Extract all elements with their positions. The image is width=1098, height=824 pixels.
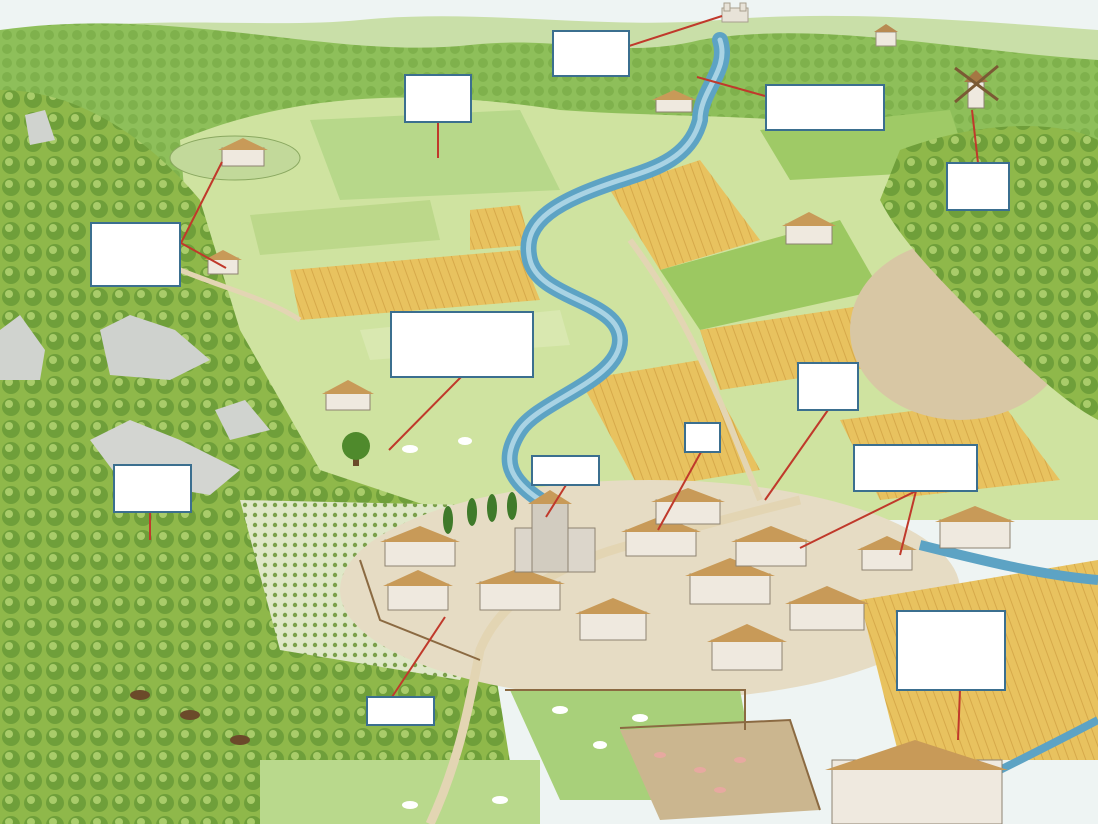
chapel-icon bbox=[874, 24, 898, 47]
house-icon bbox=[707, 624, 787, 671]
tree-icon bbox=[342, 432, 370, 466]
fence bbox=[619, 718, 821, 811]
pig-icon bbox=[654, 752, 746, 793]
house-icon bbox=[322, 380, 374, 411]
wheat-field bbox=[470, 205, 530, 250]
wheat-field bbox=[660, 220, 880, 330]
house-icon bbox=[380, 526, 460, 567]
road bbox=[627, 238, 763, 502]
bottom-meadow bbox=[260, 760, 540, 824]
label-box-forest[interactable] bbox=[113, 464, 192, 513]
road bbox=[179, 267, 302, 323]
label-box-houses[interactable] bbox=[853, 444, 978, 492]
wheat-field bbox=[290, 250, 540, 320]
river-highlight bbox=[507, 37, 725, 503]
right-forest bbox=[880, 126, 1098, 421]
label-box-castle[interactable] bbox=[552, 30, 630, 77]
wheat-field bbox=[610, 160, 760, 270]
village-ground bbox=[340, 480, 960, 700]
label-box-vineyard[interactable] bbox=[797, 362, 859, 411]
sheep-icon bbox=[402, 437, 648, 809]
house-icon bbox=[935, 506, 1015, 549]
house-icon bbox=[383, 570, 453, 611]
label-box-smithy[interactable] bbox=[366, 696, 435, 726]
label-box-church[interactable] bbox=[531, 455, 600, 486]
house-icon bbox=[782, 212, 836, 245]
label-box-mill[interactable] bbox=[946, 162, 1010, 211]
stream-right bbox=[918, 540, 1098, 585]
house-icon bbox=[652, 90, 696, 113]
house-icon bbox=[825, 740, 1008, 824]
wheat-field bbox=[250, 200, 440, 255]
label-box-river[interactable] bbox=[765, 84, 885, 131]
house-icon bbox=[651, 488, 725, 525]
label-box-farmsteads[interactable] bbox=[90, 222, 181, 287]
label-box-pasture[interactable] bbox=[390, 311, 534, 378]
house-icon bbox=[218, 138, 268, 167]
connector-lines bbox=[149, 15, 979, 741]
rock bbox=[100, 315, 210, 380]
fence bbox=[359, 559, 481, 661]
label-box-bridge[interactable] bbox=[684, 422, 721, 453]
windmill-icon bbox=[954, 64, 999, 109]
house-icon bbox=[475, 568, 565, 611]
rider-icon bbox=[130, 690, 250, 745]
meadow-patch bbox=[310, 110, 560, 200]
house-icon bbox=[575, 598, 651, 641]
fence bbox=[505, 689, 746, 730]
house-icon bbox=[785, 586, 869, 631]
label-box-harvest-field[interactable] bbox=[896, 610, 1006, 691]
cypress-row bbox=[443, 492, 517, 534]
house-icon bbox=[731, 526, 811, 567]
rock bbox=[25, 110, 55, 145]
church-icon bbox=[514, 490, 596, 573]
castle-icon bbox=[721, 2, 749, 23]
rock bbox=[215, 400, 270, 440]
rock bbox=[0, 315, 45, 380]
house-icon bbox=[685, 558, 775, 605]
label-box-meadow[interactable] bbox=[404, 74, 472, 123]
pig-pen bbox=[620, 720, 820, 820]
